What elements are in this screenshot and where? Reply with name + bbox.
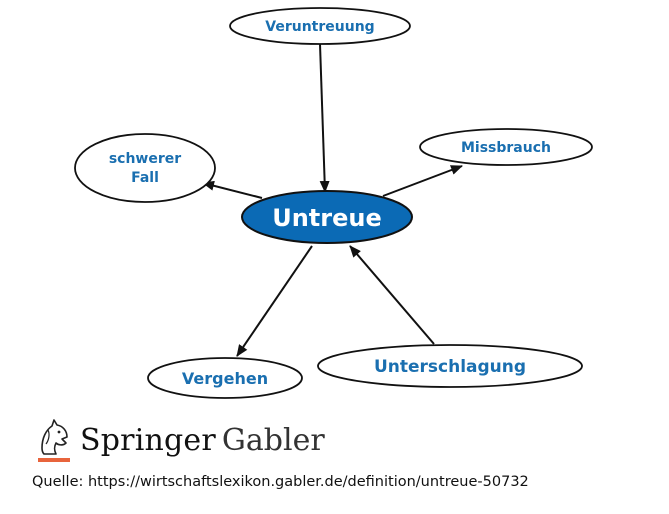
concept-diagram: Veruntreuung schwerer Fall Missbrauch Un… <box>74 7 593 399</box>
source-citation: Quelle: https://wirtschaftslexikon.gable… <box>32 474 529 490</box>
node-veruntreuung-label: Veruntreuung <box>265 19 374 35</box>
edge-veruntreuung-untreue <box>319 43 330 193</box>
brand-name-springer: Springer <box>80 422 216 458</box>
knight-chess-icon <box>36 414 72 466</box>
springer-gabler-logo: Springer Gabler <box>36 414 325 466</box>
brand-name-gabler: Gabler <box>221 422 325 458</box>
node-schwerer-fall-label-line1: schwerer <box>109 151 181 167</box>
node-unterschlagung: Unterschlagung <box>317 344 583 388</box>
edge-untreue-schwerer-fall <box>202 180 263 199</box>
node-veruntreuung: Veruntreuung <box>229 7 411 45</box>
node-missbrauch-label: Missbrauch <box>461 140 551 156</box>
edge-unterschlagung-untreue <box>349 245 435 345</box>
node-vergehen: Vergehen <box>147 357 303 399</box>
node-unterschlagung-label: Unterschlagung <box>374 357 526 377</box>
node-schwerer-fall-label-line2: Fall <box>131 170 159 186</box>
node-untreue-label: Untreue <box>272 204 382 232</box>
node-untreue: Untreue <box>241 190 413 244</box>
edge-untreue-missbrauch <box>382 165 463 197</box>
edge-untreue-vergehen <box>236 245 313 357</box>
node-missbrauch: Missbrauch <box>419 128 593 166</box>
node-vergehen-label: Vergehen <box>182 369 268 388</box>
node-schwerer-fall: schwerer Fall <box>74 133 216 203</box>
